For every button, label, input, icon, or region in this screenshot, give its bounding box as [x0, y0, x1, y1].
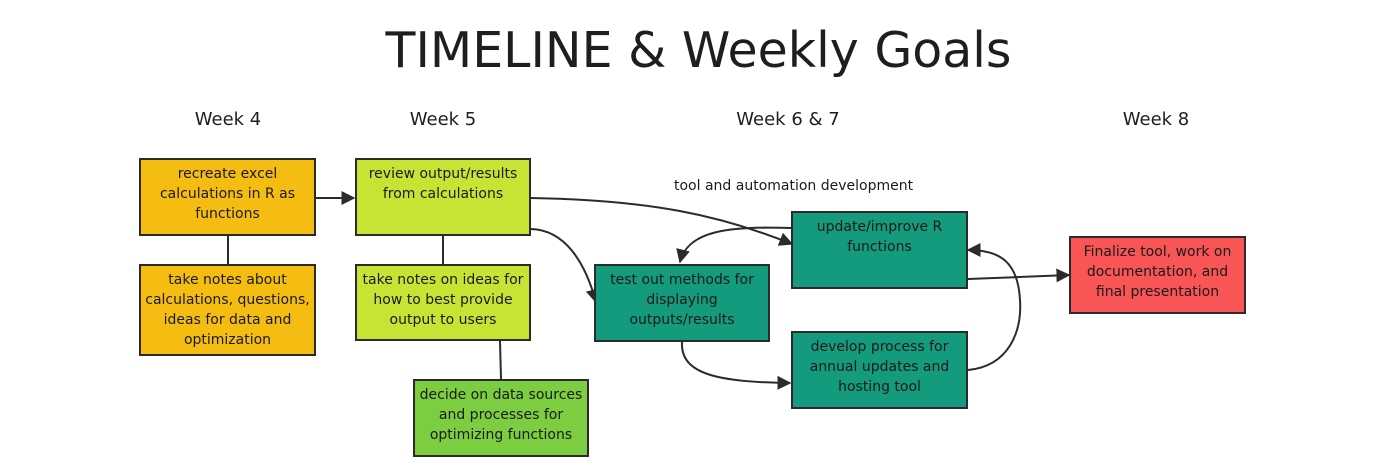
- note-finalize-tool: Finalize tool, work on documentation, an…: [1069, 236, 1246, 314]
- note-ideas-notes: take notes on ideas for how to best prov…: [355, 264, 531, 341]
- week-8-heading: Week 8: [1122, 109, 1190, 130]
- week-5-heading: Week 5: [409, 109, 477, 130]
- annotation-tool-automation: tool and automation development: [674, 178, 914, 194]
- arrow-update-to-finalize: [967, 268, 1071, 283]
- arrow-develop-to-update: [966, 243, 1022, 371]
- note-decide-data-sources: decide on data sources and processes for…: [413, 379, 589, 457]
- note-test-methods: test out methods for displaying outputs/…: [594, 264, 770, 342]
- arrow-test-to-develop: [680, 341, 792, 390]
- line-notes-to-decide: [499, 340, 502, 380]
- arrow-review-to-update: [530, 197, 794, 246]
- week-4-heading: Week 4: [194, 109, 262, 130]
- note-develop-process: develop process for annual updates and h…: [791, 331, 968, 409]
- page-title: TIMELINE & Weekly Goals: [385, 22, 1012, 79]
- arrow-update-to-test: [676, 226, 793, 264]
- week-6-7-heading: Week 6 & 7: [736, 109, 840, 130]
- note-recreate-calculations: recreate excel calculations in R as func…: [139, 158, 316, 236]
- note-calculation-notes: take notes about calculations, questions…: [139, 264, 316, 356]
- note-update-functions: update/improve R functions: [791, 211, 968, 289]
- note-review-output: review output/results from calculations: [355, 158, 531, 236]
- arrow-review-to-test: [530, 228, 600, 304]
